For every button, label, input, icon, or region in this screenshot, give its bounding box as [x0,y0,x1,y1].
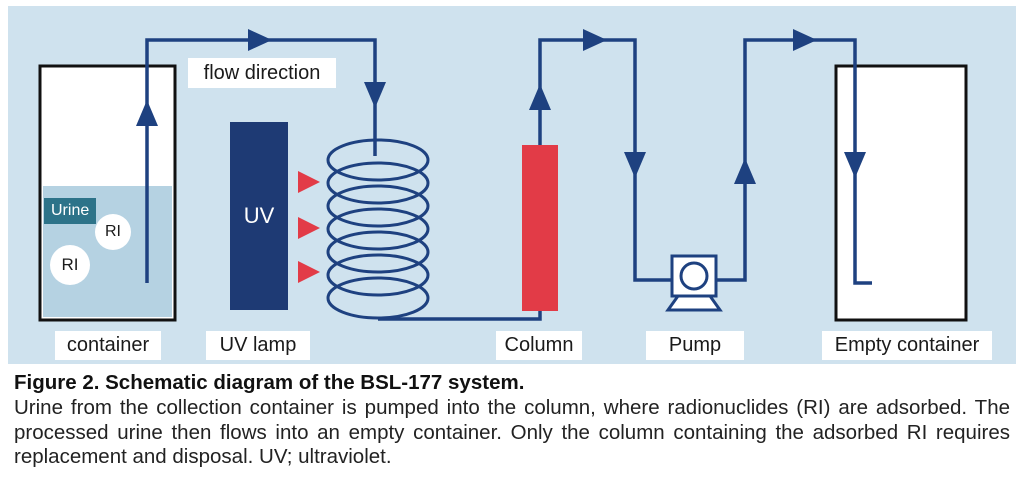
uv-rays [298,171,320,283]
uv-lamp-text: UV [243,203,275,228]
arrow-up-icon [529,84,551,110]
figure-caption: Figure 2. Schematic diagram of the BSL-1… [14,370,1010,470]
uv-lamp-label: UV lamp [206,331,310,360]
arrow-down-icon [844,152,866,178]
caption-body: Urine from the collection container is p… [14,396,1010,468]
uv-ray-icon [298,171,320,193]
uv-ray-icon [298,217,320,239]
arrow-up-icon [136,100,158,126]
uv-ray-icon [298,261,320,283]
arrow-right-icon [793,29,817,51]
flow-direction-label: flow direction [188,58,336,88]
arrow-up-icon [734,158,756,184]
diagram-canvas [38,29,968,322]
empty-container-label: Empty container [822,331,992,360]
column-shape [522,145,558,311]
uv-lamp-shape: UV [230,122,288,310]
caption-title: Figure 2. Schematic diagram of the BSL-1… [14,371,525,394]
arrow-right-icon [583,29,607,51]
urine-tag: Urine [44,198,97,224]
pump-label: Pump [646,331,744,360]
pump-symbol [665,254,723,312]
arrow-right-icon [248,29,272,51]
column-label: Column [496,331,582,360]
coil-tubing [326,138,430,320]
empty-container-shape [834,64,968,322]
ri-circle: RI [95,214,131,250]
diagram-panel: flow direction UV Urine RI RI container … [8,6,1016,364]
arrow-down-icon [624,152,646,178]
flow-arrowheads [136,29,866,184]
arrow-down-icon [364,82,386,108]
ri-circle: RI [50,245,90,285]
container-label: container [55,331,161,360]
